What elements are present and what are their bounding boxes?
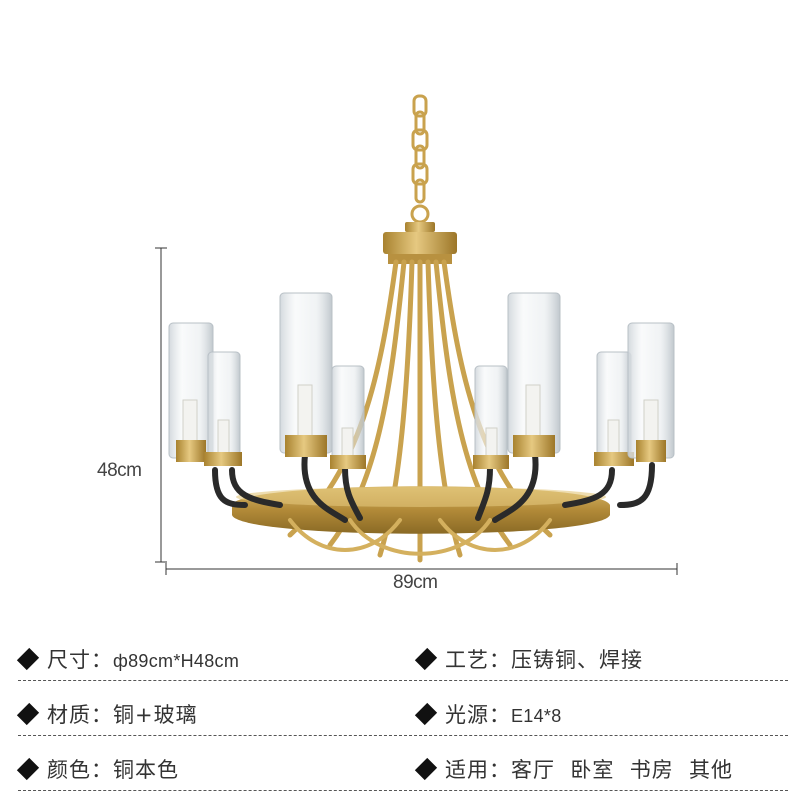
lamp-6	[507, 292, 561, 457]
diamond-bullet-icon	[414, 702, 438, 726]
lamp-8	[627, 322, 675, 462]
spec-value: 铜+玻璃	[113, 703, 198, 727]
spec-row: 尺寸：ф89cm*H48cm 工艺：压铸铜、焊接	[16, 632, 788, 687]
brass-chandelier-illustration	[155, 94, 678, 575]
lamp-2	[204, 351, 242, 466]
spec-value: 客厅 卧室 书房 其他	[511, 758, 734, 782]
spec-value: 压铸铜、焊接	[511, 648, 643, 672]
spec-label: 材质：	[47, 703, 113, 727]
spec-item-color: 颜色：铜本色	[16, 754, 179, 784]
product-image-area: 48cm 89cm	[97, 94, 678, 593]
spec-table: 尺寸：ф89cm*H48cm 工艺：压铸铜、焊接 材质：铜+玻璃 光源：E14*…	[0, 630, 800, 800]
diamond-bullet-icon	[16, 757, 40, 781]
spec-row: 颜色：铜本色 适用：客厅 卧室 书房 其他	[16, 742, 788, 797]
width-dimension-line	[165, 563, 678, 575]
dashed-divider	[18, 790, 788, 791]
diamond-bullet-icon	[414, 647, 438, 671]
spec-item-material: 材质：铜+玻璃	[16, 699, 198, 729]
spec-item-usage: 适用：客厅 卧室 书房 其他	[414, 754, 734, 784]
diamond-bullet-icon	[16, 647, 40, 671]
dashed-divider	[18, 680, 788, 681]
spec-item-craft: 工艺：压铸铜、焊接	[414, 644, 643, 674]
spec-label: 光源：	[445, 703, 511, 727]
lamp-units	[168, 292, 675, 469]
lower-gold-swoops	[288, 518, 552, 556]
diamond-bullet-icon	[414, 757, 438, 781]
spec-label: 工艺：	[445, 648, 511, 672]
lamp-1	[168, 322, 214, 462]
spec-row: 材质：铜+玻璃 光源：E14*8	[16, 687, 788, 742]
height-dimension-line	[155, 247, 167, 563]
lamp-7	[594, 351, 634, 466]
spec-value: ф89cm*H48cm	[113, 651, 240, 671]
chain	[410, 94, 430, 224]
diamond-bullet-icon	[16, 702, 40, 726]
black-arms	[212, 452, 655, 523]
height-dimension-label: 48cm	[97, 460, 142, 481]
spec-item-light-source: 光源：E14*8	[414, 699, 562, 729]
lamp-4	[330, 365, 366, 469]
spec-label: 适用：	[445, 758, 511, 782]
center-stem	[383, 222, 457, 264]
lamp-5	[473, 365, 509, 469]
spec-label: 颜色：	[47, 758, 113, 782]
lamp-3	[279, 292, 333, 457]
spec-item-size: 尺寸：ф89cm*H48cm	[16, 644, 240, 674]
spec-label: 尺寸：	[47, 648, 113, 672]
width-dimension-label: 89cm	[393, 572, 438, 593]
spec-value: 铜本色	[113, 758, 179, 782]
spec-value: E14*8	[511, 706, 562, 726]
dashed-divider	[18, 735, 788, 736]
brass-ring	[232, 486, 610, 534]
